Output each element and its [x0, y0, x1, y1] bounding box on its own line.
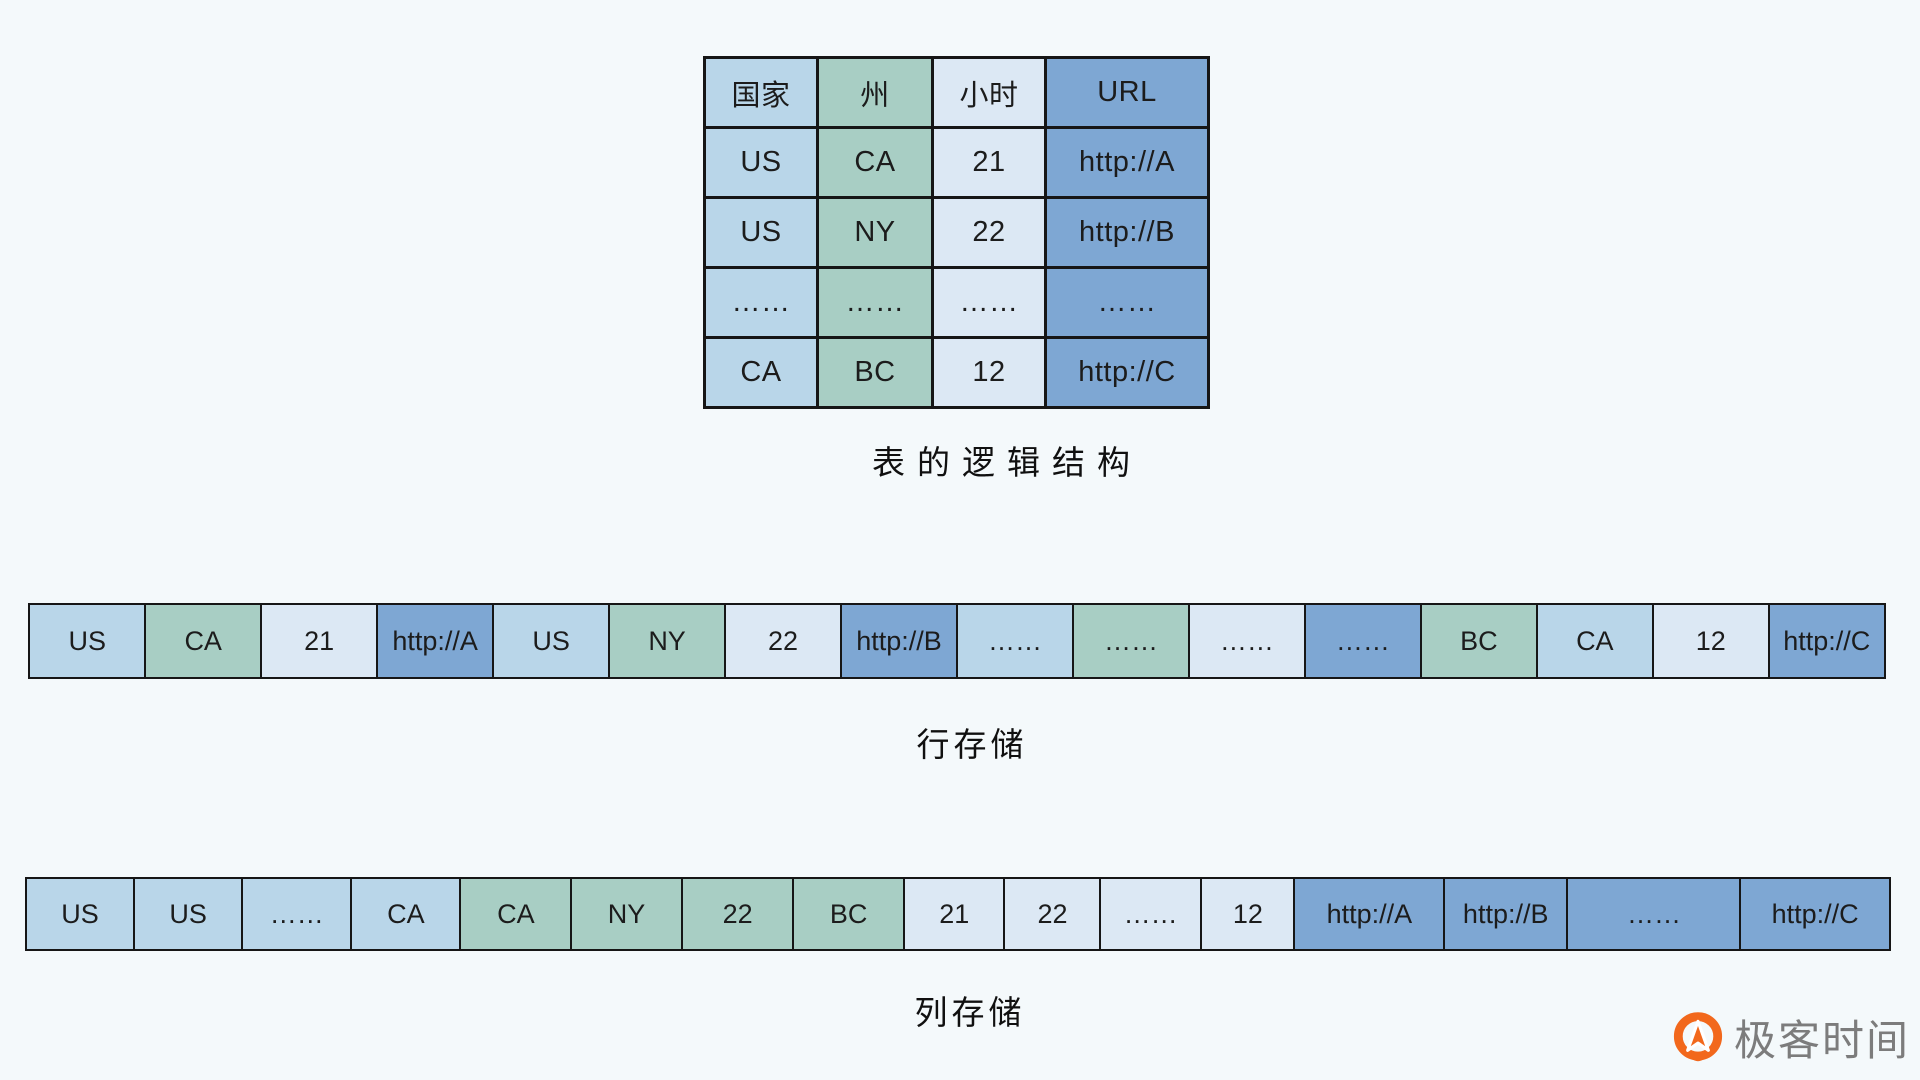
table-cell: 21 [931, 126, 1047, 199]
storage-cell: …… [1071, 603, 1191, 679]
table-cell: …… [1044, 266, 1210, 339]
storage-cell: NY [607, 603, 727, 679]
table-cell: …… [931, 266, 1047, 339]
storage-cell: US [491, 603, 611, 679]
table-cell: …… [816, 266, 934, 339]
storage-cell: http://C [1767, 603, 1886, 679]
storage-cell: 22 [680, 877, 795, 951]
storage-cell: CA [1535, 603, 1655, 679]
storage-cell: CA [143, 603, 263, 679]
row-storage-caption: 行存储 [916, 726, 1028, 763]
storage-cell: 12 [1199, 877, 1296, 951]
table-row: CA BC 12 http://C [703, 336, 1210, 409]
table-cell: http://A [1044, 126, 1210, 199]
header-state: 州 [816, 56, 934, 129]
row-storage-strip: US CA 21 http://A US NY 22 http://B …… …… [28, 603, 1886, 679]
table-cell: http://C [1044, 336, 1210, 409]
table-cell: CA [703, 336, 819, 409]
logical-structure-table: 国家 州 小时 URL US CA 21 http://A US NY 22 h… [703, 56, 1210, 409]
storage-cell: http://B [839, 603, 959, 679]
storage-cell: http://C [1739, 877, 1891, 951]
table-cell: 12 [931, 336, 1047, 409]
storage-cell: BC [792, 877, 906, 951]
storage-cell: 21 [259, 603, 379, 679]
table-cell: CA [816, 126, 934, 199]
storage-cell: 22 [723, 603, 843, 679]
table-cell: US [703, 126, 819, 199]
table-cell: NY [816, 196, 934, 269]
header-hour: 小时 [931, 56, 1047, 129]
table-row: US NY 22 http://B [703, 196, 1210, 269]
storage-cell: 21 [902, 877, 1006, 951]
geektime-logo-text: 极客时间 [1734, 1017, 1911, 1064]
geektime-logo: 极客时间 [1672, 1012, 1910, 1070]
logical-table-caption: 表的逻辑结构 [872, 444, 1142, 481]
geektime-pin-icon [1673, 1012, 1723, 1062]
storage-cell: CA [349, 877, 462, 951]
storage-cell: …… [1303, 603, 1423, 679]
storage-cell: BC [1419, 603, 1539, 679]
table-row: US CA 21 http://A [703, 126, 1210, 199]
storage-cell: US [28, 603, 147, 679]
storage-cell: …… [1566, 877, 1742, 951]
storage-cell: NY [569, 877, 684, 951]
storage-cell: 12 [1651, 603, 1771, 679]
storage-cell: …… [1187, 603, 1307, 679]
storage-cell: …… [1099, 877, 1203, 951]
table-cell: US [703, 196, 819, 269]
table-cell: 22 [931, 196, 1047, 269]
header-url: URL [1044, 56, 1210, 129]
table-cell: BC [816, 336, 934, 409]
column-storage-caption: 列存储 [914, 994, 1026, 1031]
table-row: …… …… …… …… [703, 266, 1210, 339]
storage-cell: …… [241, 877, 353, 951]
storage-cell: US [132, 877, 244, 951]
storage-cell: http://A [375, 603, 495, 679]
storage-cell: CA [459, 877, 573, 951]
column-storage-strip: US US …… CA CA NY 22 BC 21 22 …… 12 http… [25, 877, 1891, 951]
storage-cell: 22 [1003, 877, 1102, 951]
table-header-row: 国家 州 小时 URL [703, 56, 1210, 129]
storage-cell: http://B [1442, 877, 1569, 951]
table-cell: http://B [1044, 196, 1210, 269]
header-country: 国家 [703, 56, 819, 129]
table-cell: …… [703, 266, 819, 339]
storage-cell: …… [955, 603, 1075, 679]
storage-cell: US [25, 877, 136, 951]
storage-cell: http://A [1293, 877, 1446, 951]
